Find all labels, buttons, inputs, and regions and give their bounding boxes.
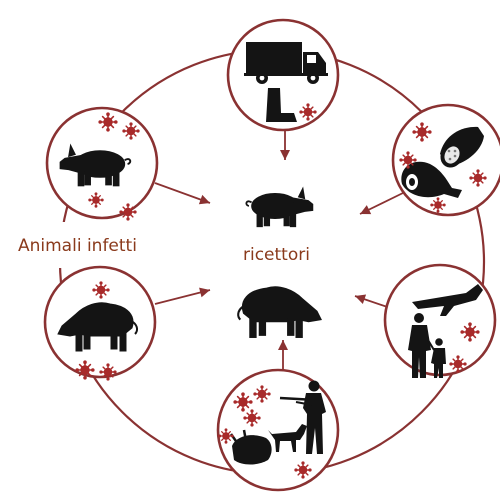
arrowhead xyxy=(280,150,290,160)
wild-boar-icon xyxy=(238,287,321,338)
pig-icon xyxy=(246,188,312,227)
arrowhead xyxy=(278,340,288,350)
arrowhead xyxy=(199,195,212,208)
infected-animals-label: Animali infetti xyxy=(18,236,137,256)
arrowhead xyxy=(358,205,371,218)
arrowhead xyxy=(199,285,211,297)
arrowhead xyxy=(353,291,366,304)
receptors-label: ricettori xyxy=(243,245,310,265)
